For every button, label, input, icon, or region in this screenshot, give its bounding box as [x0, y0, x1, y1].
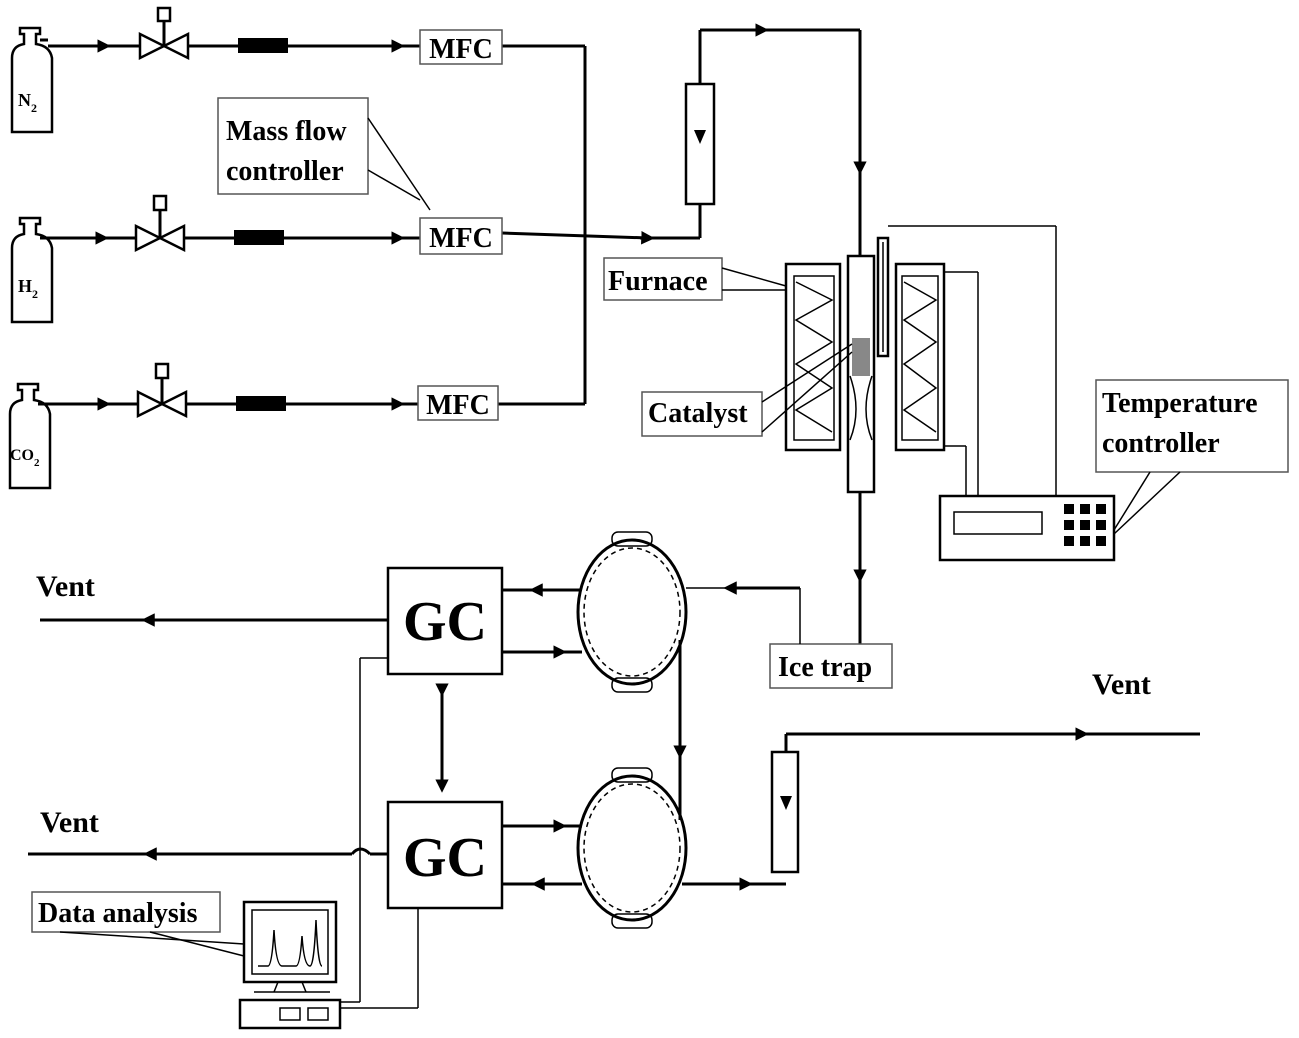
furnace-label: Furnace	[603, 257, 787, 301]
svg-text:GC: GC	[403, 827, 487, 889]
svg-text:MFC: MFC	[429, 223, 493, 254]
svg-text:Catalyst: Catalyst	[648, 398, 748, 429]
mass-flow-controller-label: Mass flow controller	[217, 97, 431, 211]
gc-top: GC	[386, 566, 504, 676]
gc-bottom: GC	[386, 800, 504, 910]
flowmeter-bottom	[770, 727, 1200, 874]
temperature-controller	[938, 494, 1116, 562]
temperature-controller-label: Temperature controller	[1095, 379, 1289, 535]
svg-text:Data analysis: Data analysis	[38, 898, 198, 929]
gas-lines	[46, 39, 702, 411]
h2-label: H2	[18, 276, 38, 301]
sampling-valve-top	[576, 531, 688, 693]
vent-middle: Vent	[28, 806, 388, 861]
svg-text:controller: controller	[226, 156, 344, 187]
mfc-h2: MFC	[419, 217, 503, 255]
reactor-tube	[846, 236, 890, 494]
filter-co2	[236, 396, 286, 411]
svg-text:controller: controller	[1102, 428, 1220, 459]
sampling-valve-bottom	[576, 767, 688, 929]
filter-n2	[238, 38, 288, 53]
flowmeter-top	[684, 23, 867, 256]
svg-text:Vent: Vent	[40, 806, 99, 839]
cylinder-co2: CO2	[8, 382, 52, 490]
vent-top: Vent	[36, 570, 388, 627]
temperature-wiring	[888, 225, 1057, 498]
co2-label: CO2	[10, 447, 40, 469]
filter-h2	[234, 230, 284, 245]
svg-text:Ice trap: Ice trap	[778, 652, 872, 683]
mfc-n2: MFC	[419, 29, 503, 65]
svg-text:Furnace: Furnace	[608, 266, 708, 297]
valve-lines	[502, 583, 786, 891]
computer	[238, 900, 342, 1030]
svg-text:GC: GC	[403, 591, 487, 653]
svg-text:MFC: MFC	[426, 390, 490, 421]
svg-text:Mass flow: Mass flow	[226, 116, 347, 147]
n2-label: N2	[18, 90, 37, 115]
mfc-co2: MFC	[417, 385, 499, 421]
svg-text:Vent: Vent	[36, 570, 95, 603]
cylinder-h2: H2	[10, 216, 54, 324]
svg-text:MFC: MFC	[429, 34, 493, 65]
data-analysis-label: Data analysis	[31, 891, 245, 957]
svg-text:Vent: Vent	[1092, 668, 1151, 701]
valve-n2	[138, 6, 190, 61]
furnace	[784, 262, 946, 452]
catalyst-label: Catalyst	[641, 343, 853, 437]
vent-right: Vent	[1092, 668, 1151, 701]
data-cables	[338, 657, 419, 1009]
ice-trap: Ice trap	[686, 581, 893, 689]
valve-h2	[134, 194, 186, 253]
svg-text:Temperature: Temperature	[1102, 388, 1258, 419]
cylinder-n2: N2	[10, 26, 54, 134]
valve-co2	[136, 362, 188, 419]
